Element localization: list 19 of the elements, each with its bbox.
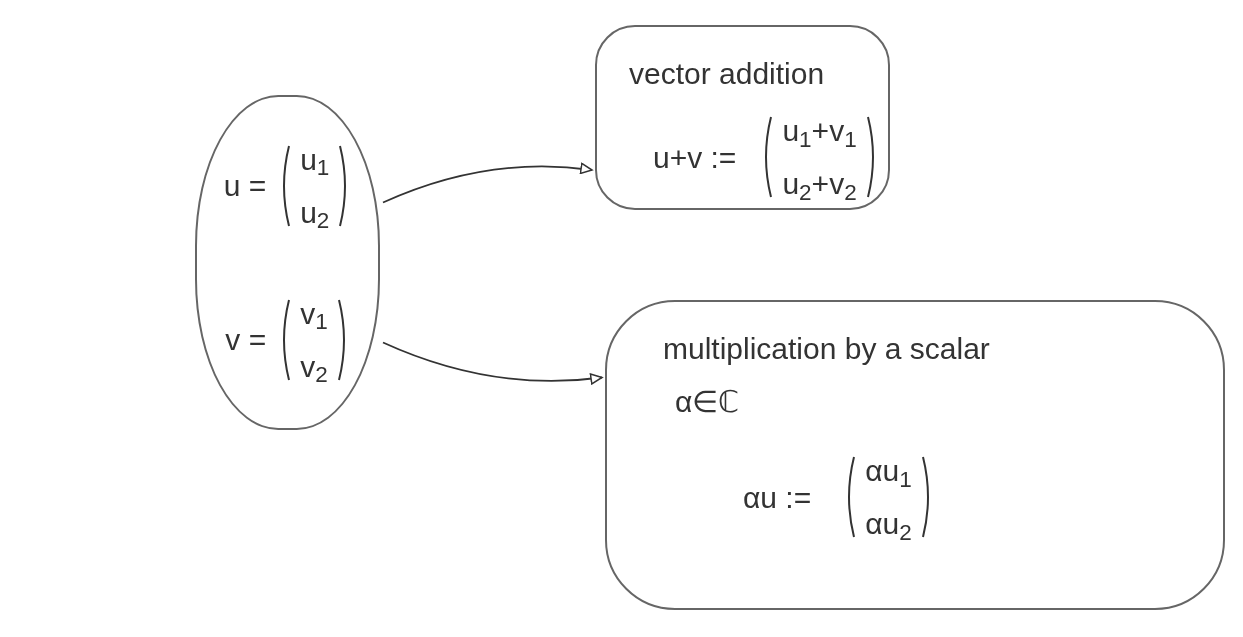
- arrow: [382, 341, 603, 385]
- math-text: αu$_{2}$: [865, 506, 912, 546]
- math-text: u+v :=: [653, 139, 737, 176]
- math-text: v$_{1}$: [300, 295, 328, 336]
- arrow: [382, 163, 593, 204]
- math-text: αu$_{1}$: [865, 453, 912, 493]
- math-text: α∈ℂ: [674, 384, 740, 420]
- math-text: u$_{1}$: [300, 141, 330, 182]
- math-text: v =: [225, 322, 267, 358]
- math-text: v$_{2}$: [300, 348, 328, 389]
- math-text: u$_{2}$+v$_{2}$: [782, 166, 857, 206]
- blob-shape: [605, 300, 1225, 610]
- math-text: αu :=: [743, 479, 812, 516]
- math-text: multiplication by a scalar: [663, 331, 990, 367]
- math-text: u =: [223, 168, 267, 204]
- math-text: vector addition: [629, 56, 825, 92]
- blob-shape: [595, 25, 890, 210]
- math-text: u$_{1}$+v$_{1}$: [782, 113, 857, 153]
- math-text: u$_{2}$: [300, 194, 330, 235]
